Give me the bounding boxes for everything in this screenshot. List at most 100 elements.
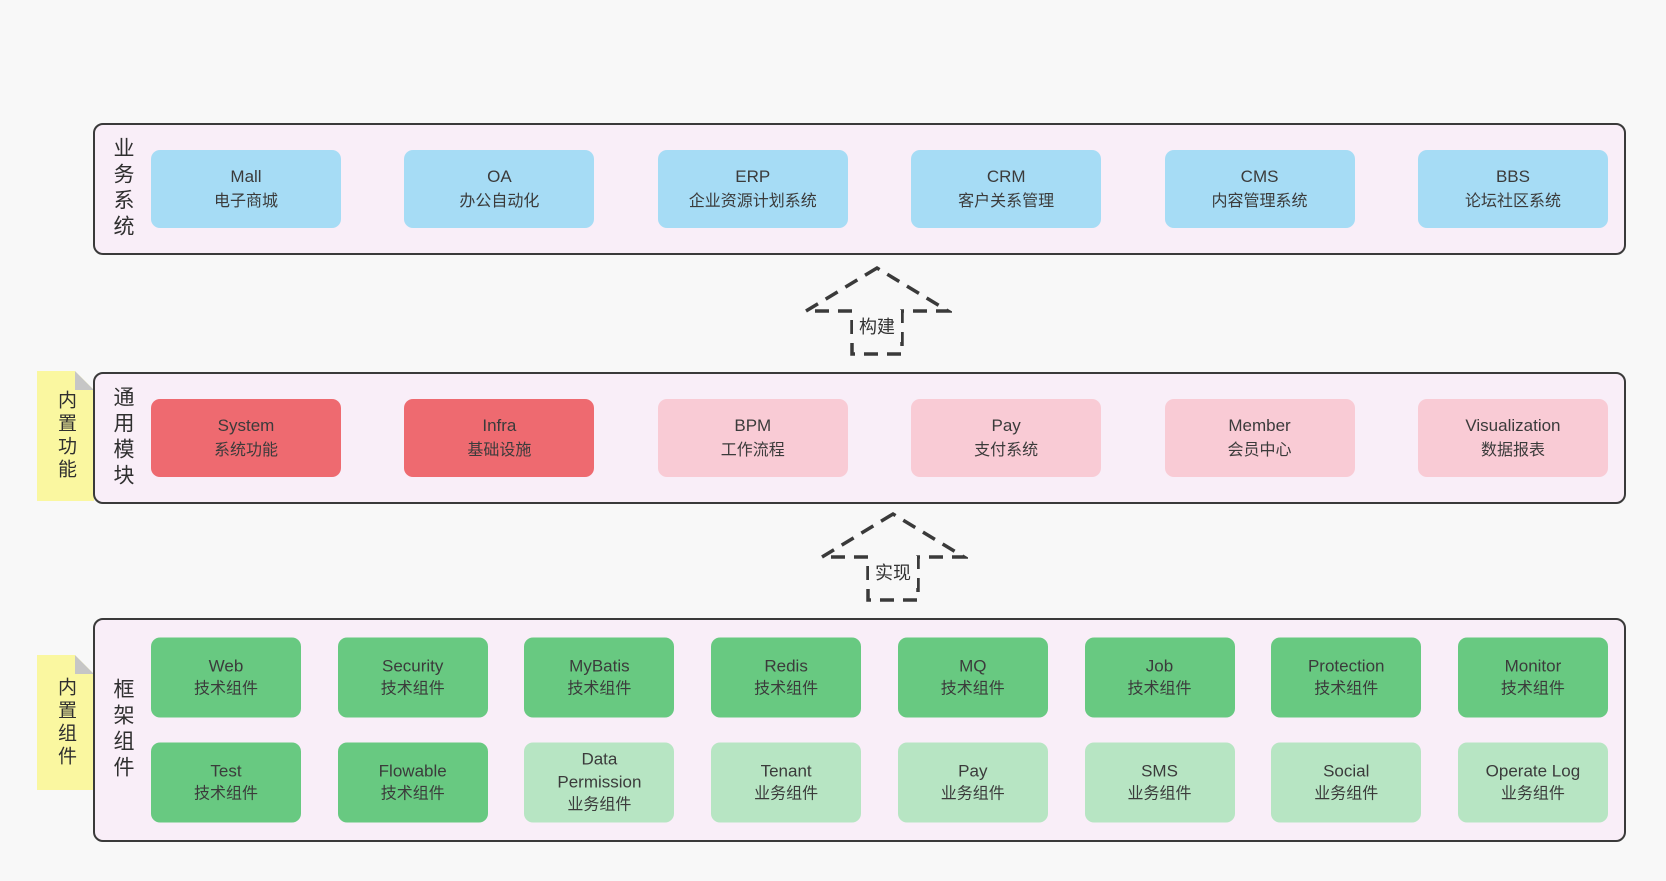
- box-security: Security 技术组件: [337, 637, 488, 718]
- sticky-note-label: 内置组件: [55, 676, 76, 769]
- box-infra: Infra 基础设施: [404, 399, 595, 477]
- box-mall: Mall 电子商城: [151, 150, 341, 228]
- box-subtitle: 客户关系管理: [958, 192, 1055, 210]
- sticky-note-builtin-features: 内置功能: [37, 371, 94, 501]
- box-title: CMS: [1240, 167, 1279, 187]
- box-subtitle: 业务组件: [1314, 785, 1379, 803]
- sticky-note-builtin-components: 内置组件: [37, 655, 94, 790]
- arrow-label: 实现: [875, 563, 911, 583]
- box-title: Tenant: [760, 761, 812, 781]
- box-subtitle: 业务组件: [567, 796, 632, 814]
- box-title: System: [217, 416, 275, 436]
- box-pay-component: Pay 业务组件: [897, 742, 1048, 823]
- box-subtitle: 会员中心: [1227, 441, 1292, 459]
- box-data-permission: Data Permission 业务组件: [524, 742, 675, 823]
- box-title: Mall: [230, 167, 262, 187]
- box-protection: Protection 技术组件: [1271, 637, 1422, 718]
- dashed-up-arrow-build: 构建: [802, 263, 952, 359]
- box-subtitle: 技术组件: [940, 680, 1005, 698]
- box-title: Security: [381, 656, 444, 676]
- business-boxes-row: Mall 电子商城 OA 办公自动化 ERP 企业资源计划系统 CRM 客户关系…: [151, 150, 1608, 228]
- box-subtitle: 技术组件: [193, 785, 258, 803]
- box-operate-log: Operate Log 业务组件: [1457, 742, 1608, 823]
- band-label: 业务系统: [111, 137, 134, 241]
- box-cms: CMS 内容管理系统: [1164, 150, 1355, 228]
- modules-boxes-row: System 系统功能 Infra 基础设施 BPM 工作流程 Pay 支付系统…: [151, 399, 1608, 477]
- box-title: Monitor: [1504, 656, 1562, 676]
- box-subtitle: 论坛社区系统: [1464, 192, 1561, 210]
- box-subtitle: 技术组件: [380, 680, 445, 698]
- box-title: Data Permission: [557, 749, 642, 792]
- band-framework-components: 框架组件 Web 技术组件 Security 技术组件 MyBatis 技术组件…: [93, 618, 1626, 842]
- box-tenant: Tenant 业务组件: [711, 742, 862, 823]
- framework-row-2: Test 技术组件 Flowable 技术组件 Data Permission …: [151, 742, 1608, 823]
- sticky-note-label: 内置功能: [55, 390, 76, 482]
- box-test: Test 技术组件: [151, 742, 301, 823]
- box-web: Web 技术组件: [151, 637, 301, 718]
- box-subtitle: 技术组件: [193, 680, 258, 698]
- box-title: ERP: [735, 167, 771, 187]
- box-oa: OA 办公自动化: [404, 150, 595, 228]
- box-subtitle: 技术组件: [567, 680, 632, 698]
- box-title: BBS: [1495, 167, 1530, 187]
- box-subtitle: 数据报表: [1480, 441, 1545, 459]
- arrow-label-background: [853, 310, 901, 342]
- box-subtitle: 电子商城: [213, 192, 278, 210]
- arrow-label: 构建: [859, 317, 895, 337]
- box-title: CRM: [986, 167, 1026, 187]
- box-subtitle: 技术组件: [380, 785, 445, 803]
- box-title: Social: [1323, 761, 1370, 781]
- arrow-outline: [802, 265, 952, 356]
- box-crm: CRM 客户关系管理: [911, 150, 1102, 228]
- box-subtitle: 基础设施: [467, 441, 532, 459]
- box-title: Member: [1228, 416, 1291, 436]
- box-mq: MQ 技术组件: [897, 637, 1048, 718]
- box-subtitle: 业务组件: [1500, 785, 1565, 803]
- box-subtitle: 业务组件: [940, 785, 1005, 803]
- box-title: OA: [487, 167, 512, 187]
- box-redis: Redis 技术组件: [711, 637, 862, 718]
- arrow-label-background: [869, 556, 917, 588]
- box-erp: ERP 企业资源计划系统: [657, 150, 848, 228]
- box-sms: SMS 业务组件: [1084, 742, 1235, 823]
- box-title: Redis: [764, 656, 808, 676]
- up-arrow-icon: 实现: [818, 511, 968, 602]
- box-subtitle: 技术组件: [1127, 680, 1192, 698]
- box-subtitle: 企业资源计划系统: [688, 192, 817, 210]
- box-title: Flowable: [378, 761, 447, 781]
- box-title: Test: [210, 761, 242, 781]
- box-system: System 系统功能: [151, 399, 341, 477]
- box-title: Protection: [1307, 656, 1385, 676]
- box-title: Web: [208, 656, 244, 676]
- box-title: Visualization: [1465, 416, 1561, 436]
- box-monitor: Monitor 技术组件: [1457, 637, 1608, 718]
- folded-corner-icon: [75, 655, 94, 674]
- dashed-up-arrow-implement: 实现: [818, 509, 968, 605]
- box-title: Operate Log: [1485, 761, 1581, 781]
- box-bbs: BBS 论坛社区系统: [1417, 150, 1608, 228]
- box-title: BPM: [734, 416, 772, 436]
- box-title: Pay: [958, 761, 988, 781]
- box-mybatis: MyBatis 技术组件: [524, 637, 675, 718]
- framework-boxes-grid: Web 技术组件 Security 技术组件 MyBatis 技术组件 Redi…: [151, 637, 1608, 823]
- box-title: MQ: [959, 656, 987, 676]
- box-subtitle: 内容管理系统: [1211, 192, 1308, 210]
- band-label: 框架组件: [111, 678, 134, 782]
- up-arrow-icon: 构建: [802, 265, 952, 356]
- band-label: 通用模块: [111, 386, 134, 490]
- arrow-outline: [818, 511, 968, 602]
- box-job: Job 技术组件: [1084, 637, 1235, 718]
- box-title: Pay: [991, 416, 1021, 436]
- box-social: Social 业务组件: [1271, 742, 1422, 823]
- box-title: MyBatis: [569, 656, 630, 676]
- box-subtitle: 支付系统: [974, 441, 1039, 459]
- box-subtitle: 技术组件: [754, 680, 819, 698]
- box-subtitle: 技术组件: [1500, 680, 1565, 698]
- box-subtitle: 技术组件: [1314, 680, 1379, 698]
- box-title: Job: [1145, 656, 1174, 676]
- box-subtitle: 办公自动化: [459, 192, 540, 210]
- box-flowable: Flowable 技术组件: [337, 742, 488, 823]
- box-subtitle: 系统功能: [213, 441, 278, 459]
- box-subtitle: 业务组件: [754, 785, 819, 803]
- box-pay-system: Pay 支付系统: [911, 399, 1102, 477]
